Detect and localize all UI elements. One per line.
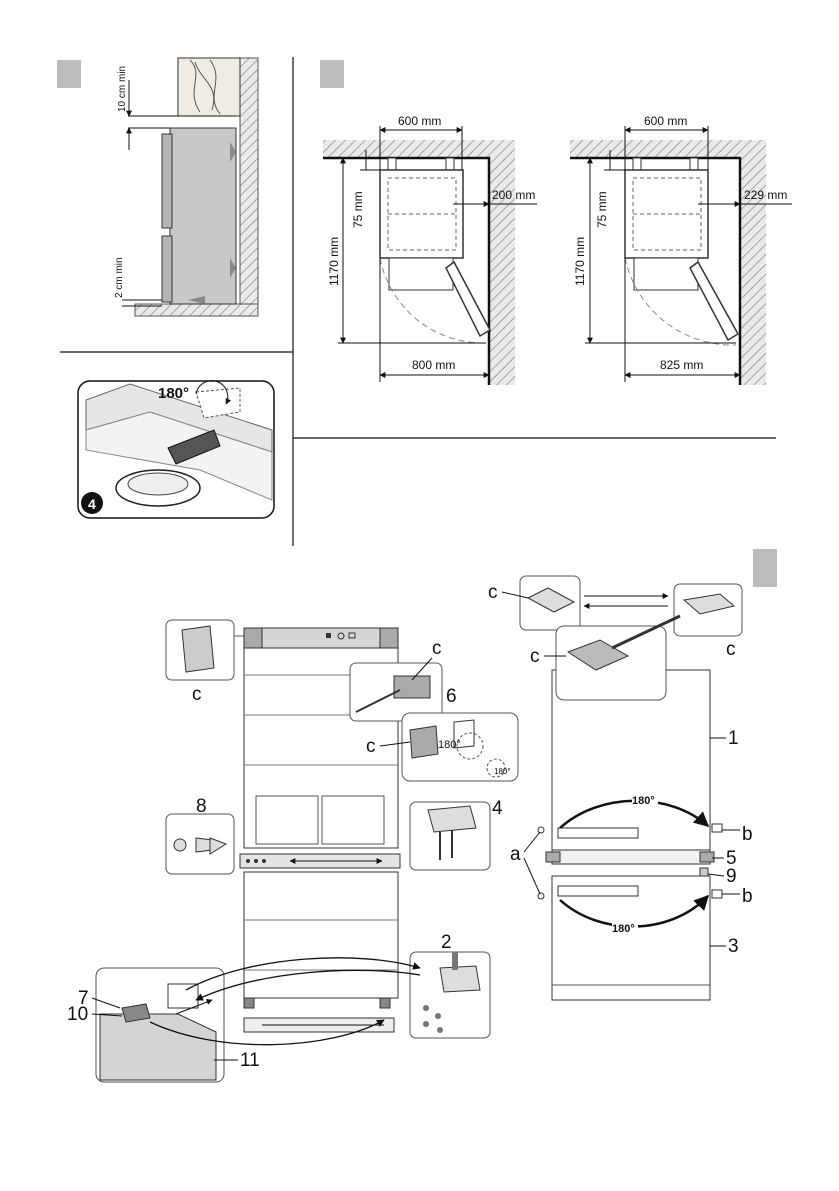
label-2: 2 [441,932,452,953]
label-3: 3 [728,936,739,957]
right-depth-gap-label: 75 mm [595,191,609,228]
left-side-label: 200 mm [492,188,535,202]
clearance-bottom-label: 2 cm min [114,257,125,298]
label-5: 5 [726,848,737,869]
label-c-right: c [726,639,736,660]
label-a: a [510,844,521,865]
right-side-label: 229 mm [744,188,787,202]
freezer-compartment [243,871,399,999]
label-11: 11 [240,1050,260,1071]
door-views: 180° 180° [537,669,723,1001]
cabinet-top-wood [177,57,241,117]
plan-right: 600 mm 75 mm 229 mm 1170 mm 825 mm [570,114,792,385]
callout-hinge-4 [409,801,491,871]
hinge-6-rotation: 180° [438,739,461,751]
fridge-front-view [239,627,401,1033]
part-labels: c c c c c c 6 8 4 1 a b 5 9 b 3 2 7 10 1… [67,582,753,1071]
label-7: 7 [78,988,89,1009]
callout-hinge-6: 180° 180° [401,712,519,782]
plan-left: 600 mm 75 mm 200 mm 1170 mm 800 mm [323,114,537,385]
left-door-swing-label: 800 mm [412,358,455,372]
callout-plugs-8 [165,813,235,875]
step-marker-2 [57,60,81,88]
label-c-hinge-cover: c [192,684,202,705]
panel-dimensions: 600 mm 75 mm 200 mm 1170 mm 800 mm [320,60,792,385]
label-b-bottom: b [742,886,753,907]
label-c-cover-removal: c [432,638,442,659]
appliance-plan [379,169,464,259]
hinge-6-rotation-small: 180° [494,767,511,776]
label-c-top-left: c [488,582,498,603]
panel-separators [60,57,776,546]
panel-tray: 180° 4 [77,380,275,519]
callout-bottom-hinge [95,967,225,1083]
label-1: 1 [728,728,739,749]
panel-door-reversal: 180° 180° [95,549,777,1083]
appliance-plan-right [624,169,709,259]
right-width-label: 600 mm [644,114,687,128]
label-c-mid: c [530,646,540,667]
wall [239,57,259,315]
step-number-badge [81,492,103,514]
right-door-swing-label: 825 mm [660,358,703,372]
label-b-top: b [742,824,753,845]
tray-rotation-label: 180° [158,385,189,402]
callout-hinge-cover [165,619,244,681]
right-height-label: 1170 mm [573,237,587,286]
panel-clearance: 10 cm min 2 cm min [57,57,259,317]
callout-top-cover [519,575,743,701]
step-number: 4 [88,496,96,512]
callout-cover-removal [349,662,443,722]
left-height-label: 1170 mm [327,237,341,286]
door-rotation-top: 180° [632,795,655,807]
clearance-top-label: 10 cm min [117,66,128,112]
callout-hinge-2 [409,951,491,1039]
label-8: 8 [196,796,207,817]
label-10: 10 [67,1004,88,1025]
label-9: 9 [726,866,737,887]
step-marker-5 [753,549,777,587]
tray-part [167,429,221,465]
step-marker-3 [320,60,344,88]
left-depth-gap-label: 75 mm [351,191,365,228]
door-rotation-bottom: 180° [612,923,635,935]
label-c-hinge-6: c [366,736,376,757]
left-width-label: 600 mm [398,114,441,128]
label-4: 4 [492,798,503,819]
label-6: 6 [446,686,457,707]
appliance-body [169,127,237,305]
